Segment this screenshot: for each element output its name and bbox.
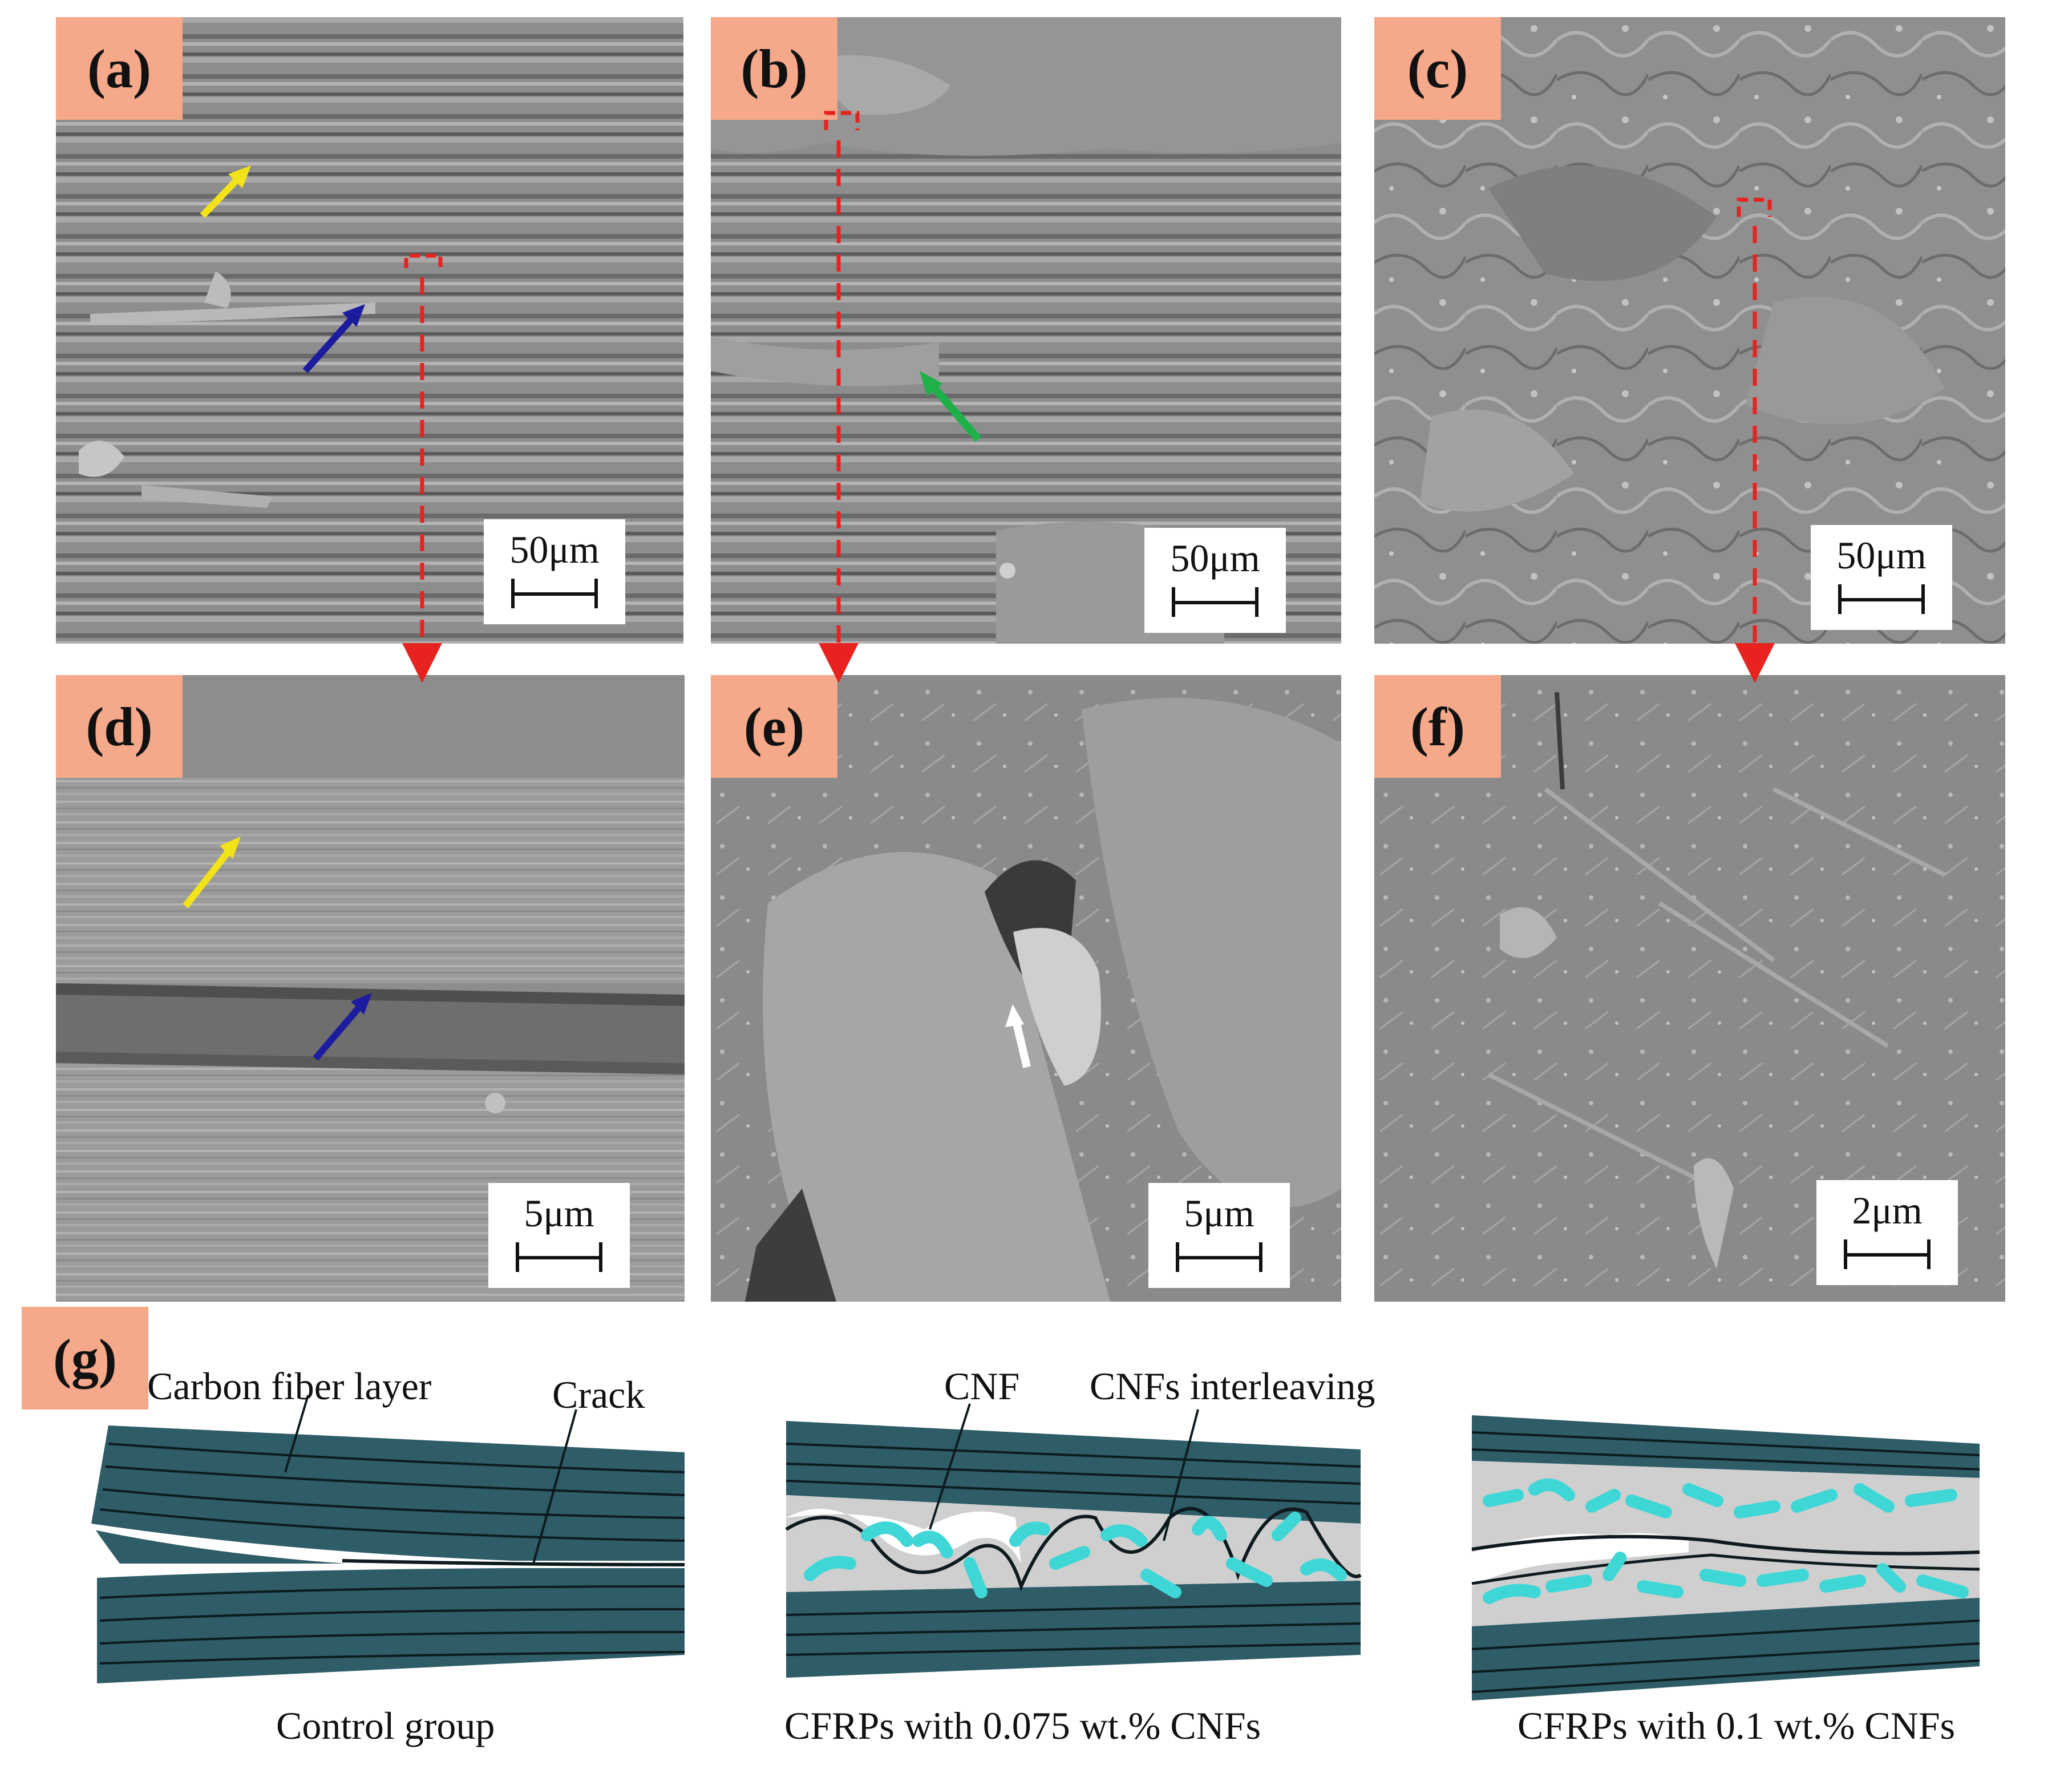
schematic-drawings bbox=[91, 1395, 1980, 1701]
scale-bar-f: 2μm bbox=[1816, 1180, 1958, 1285]
scale-text-b: 50μm bbox=[1170, 536, 1260, 580]
control-group-diagram bbox=[91, 1395, 685, 1683]
panel-label-a: (a) bbox=[56, 17, 183, 120]
scale-text-d: 5μm bbox=[524, 1192, 594, 1235]
sem-panel-d: (d) 5μm bbox=[56, 675, 685, 1302]
panel-label-g: (g) bbox=[22, 1307, 148, 1409]
scale-text-a: 50μm bbox=[509, 528, 600, 571]
annotation-crack: Crack bbox=[552, 1373, 645, 1416]
scale-text-f: 2μm bbox=[1852, 1189, 1923, 1232]
panel-label-e: (e) bbox=[711, 675, 837, 778]
scale-text-c: 50μm bbox=[1836, 534, 1927, 577]
scale-bar-a: 50μm bbox=[484, 519, 625, 624]
scale-bar-d: 5μm bbox=[488, 1183, 630, 1288]
scale-bar-c: 50μm bbox=[1811, 525, 1952, 630]
sem-panel-b: (b) 50μm bbox=[711, 17, 1341, 644]
sem-panel-e: (e) 5μm bbox=[711, 675, 1341, 1302]
panel-label-d: (d) bbox=[56, 675, 183, 778]
cnf-0075-diagram bbox=[785, 1403, 1362, 1678]
annotation-cnf: CNF bbox=[944, 1364, 1020, 1408]
scale-bar-e: 5μm bbox=[1148, 1183, 1290, 1288]
caption-control-group: Control group bbox=[276, 1704, 495, 1747]
panel-label-c: (c) bbox=[1374, 17, 1501, 120]
scale-bar-b: 50μm bbox=[1144, 528, 1286, 633]
annotation-cnfs-interleaving: CNFs interleaving bbox=[1090, 1364, 1375, 1408]
cnf-fibers-01 bbox=[1483, 1479, 1969, 1604]
panel-label-b: (b) bbox=[711, 17, 837, 120]
sem-image-b bbox=[711, 17, 1341, 644]
panel-label-f: (f) bbox=[1374, 675, 1501, 778]
scale-text-e: 5μm bbox=[1184, 1192, 1254, 1235]
caption-cnf-01: CFRPs with 0.1 wt.% CNFs bbox=[1517, 1704, 1956, 1747]
sem-panel-f: (f) 2μm bbox=[1374, 675, 2005, 1302]
cnf-fibers-0075 bbox=[804, 1512, 1347, 1598]
annotation-carbon-fiber-layer: Carbon fiber layer bbox=[147, 1364, 432, 1408]
sem-panel-c: (c) 50μm bbox=[1374, 17, 2005, 644]
caption-cnf-0075: CFRPs with 0.075 wt.% CNFs bbox=[784, 1704, 1261, 1747]
cnf-01-diagram bbox=[1471, 1415, 1980, 1701]
sem-panel-a: (a) 50μm bbox=[56, 17, 683, 644]
